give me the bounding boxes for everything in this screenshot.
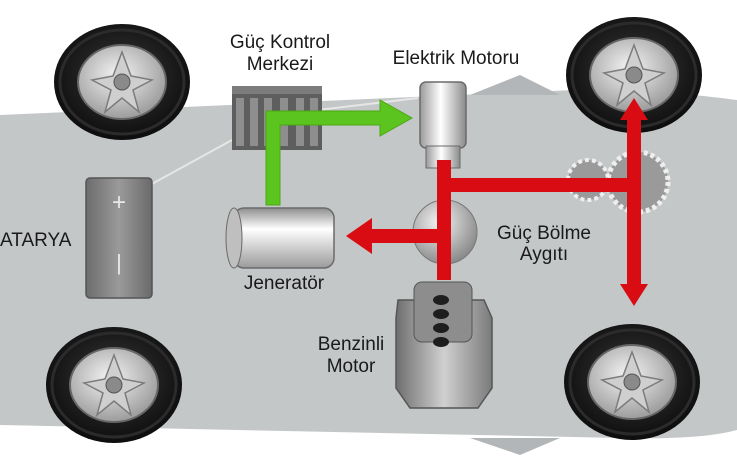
battery-plus-symbol: + [112,189,126,216]
power-split-device-label-line1: Güç Bölme [497,223,591,244]
power-split-device-label-line2: Aygıtı [519,244,569,265]
connector-line [149,139,233,186]
car-body-bottom-fin [470,438,560,455]
gasoline-engine-label-line2: Motor [326,356,376,377]
car-body [0,88,737,439]
generator [225,207,335,269]
engine-block-icon [395,281,493,409]
car-body-window [470,75,560,95]
battery-icon: + | [85,177,153,299]
tire-icon [562,322,702,442]
power-control-center-label-line2: Merkezi [246,54,314,75]
gasoline-engine-label-line1: Benzinli [317,334,385,355]
tire-icon [44,325,184,445]
electric-motor-label: Elektrik Motoru [392,48,520,69]
power-control-center-label-line1: Güç Kontrol [229,32,331,53]
battery-label: ATARYA [0,230,72,251]
connector-line [317,97,419,111]
battery-minus-symbol: | [116,250,122,275]
electric-flow-arrow [265,99,414,206]
generator-label: Jeneratör [243,273,325,294]
electric-motor [419,81,467,169]
mechanical-flow-arrows [346,98,648,306]
tire-icon [52,22,192,142]
